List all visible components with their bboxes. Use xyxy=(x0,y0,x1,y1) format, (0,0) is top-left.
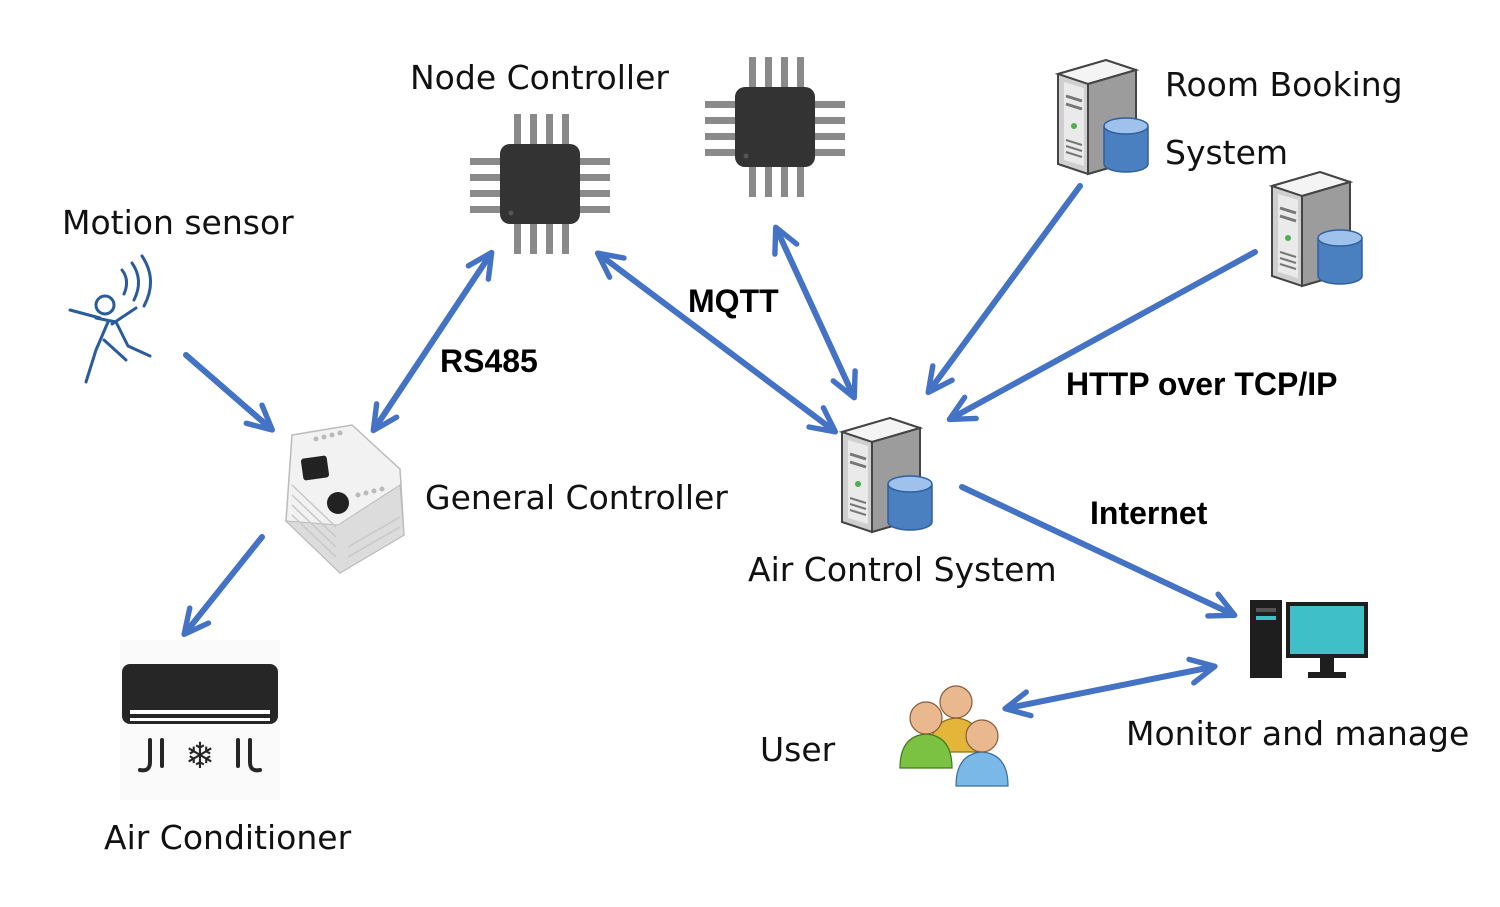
arrow-chip2-to-air-control xyxy=(772,224,858,401)
arrow-node-to-air-control xyxy=(594,250,839,435)
arrow-booking-to-air-control xyxy=(925,183,1083,396)
http-label: HTTP over TCP/IP xyxy=(1066,366,1338,402)
air-control-system-label: Air Control System xyxy=(748,550,1057,589)
desktop-computer-icon xyxy=(1250,600,1368,678)
room-booking-label-line1: Room Booking xyxy=(1165,65,1403,104)
arrow-rs485 xyxy=(370,249,495,434)
server-database-icon xyxy=(840,416,934,534)
arrow-server2-to-air-control xyxy=(946,249,1258,423)
motion-sensor-label: Motion sensor xyxy=(62,203,294,242)
node-controller-label: Node Controller xyxy=(410,58,669,97)
rs485-label: RS485 xyxy=(440,343,538,379)
air-conditioner-label: Air Conditioner xyxy=(104,818,352,857)
general-controller-label: General Controller xyxy=(425,478,728,517)
server-database-icon xyxy=(1056,58,1150,176)
chip-icon xyxy=(470,114,610,254)
arrow-controller-to-aircon xyxy=(181,534,265,638)
air-conditioner-icon: ❄ xyxy=(120,640,280,800)
internet-label: Internet xyxy=(1090,495,1208,531)
arrow-sensor-to-controller xyxy=(183,352,275,433)
arrow-user-to-monitor xyxy=(1002,656,1218,719)
users-icon xyxy=(899,685,1009,787)
monitor-and-manage-label: Monitor and manage xyxy=(1126,714,1470,753)
mqtt-label: MQTT xyxy=(688,283,779,319)
chip-icon xyxy=(705,57,845,197)
room-booking-label-line2: System xyxy=(1165,133,1289,172)
motion-sensor-icon xyxy=(68,254,152,384)
arrow-internet xyxy=(959,484,1238,619)
server-database-icon xyxy=(1270,170,1364,288)
svg-text:❄: ❄ xyxy=(185,736,215,777)
user-label: User xyxy=(760,730,836,769)
connection-arrows xyxy=(181,183,1258,719)
plc-controller-icon xyxy=(284,424,405,574)
